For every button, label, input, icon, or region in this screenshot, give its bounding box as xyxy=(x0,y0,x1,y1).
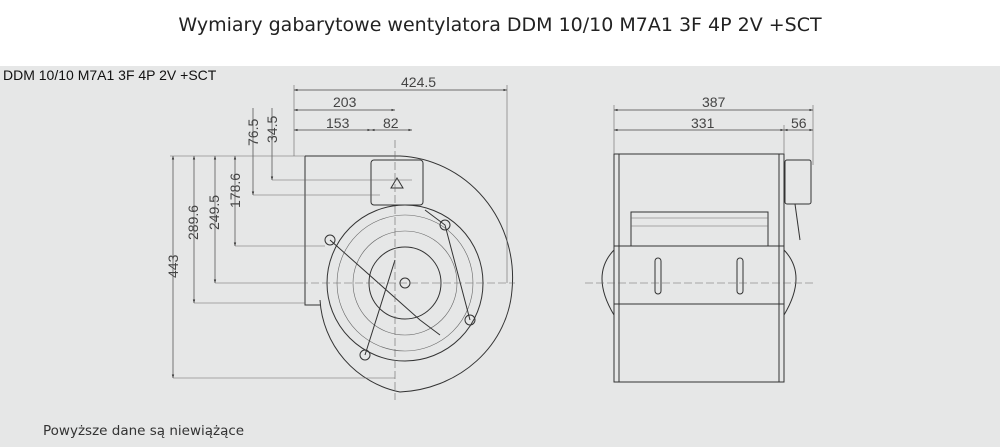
dim-249-5: 249.5 xyxy=(206,195,222,230)
dim-387: 387 xyxy=(702,94,726,110)
dim-76-5: 76.5 xyxy=(245,119,261,146)
dim-424-5: 424.5 xyxy=(401,74,436,90)
dim-331: 331 xyxy=(691,115,715,131)
model-label: DDM 10/10 M7A1 3F 4P 2V +SCT xyxy=(3,67,217,83)
dim-443: 443 xyxy=(165,254,181,278)
dim-82: 82 xyxy=(383,115,399,131)
dim-34-5: 34.5 xyxy=(264,116,280,143)
front-view xyxy=(300,140,515,400)
page-title: Wymiary gabarytowe wentylatora DDM 10/10… xyxy=(178,14,822,36)
dim-178-6: 178.6 xyxy=(227,173,243,208)
disclaimer-note: Powyższe dane są niewiążące xyxy=(43,423,245,439)
drawing-panel xyxy=(0,66,1000,447)
side-dimensions: 387 331 56 xyxy=(613,94,814,165)
dim-56: 56 xyxy=(791,115,807,131)
dim-203: 203 xyxy=(333,94,357,110)
dim-289-6: 289.6 xyxy=(185,205,201,240)
side-view xyxy=(585,153,815,383)
front-dimensions: 424.5 203 153 82 443 289.6 249.5 178.6 7… xyxy=(165,74,508,379)
dim-153: 153 xyxy=(326,115,350,131)
